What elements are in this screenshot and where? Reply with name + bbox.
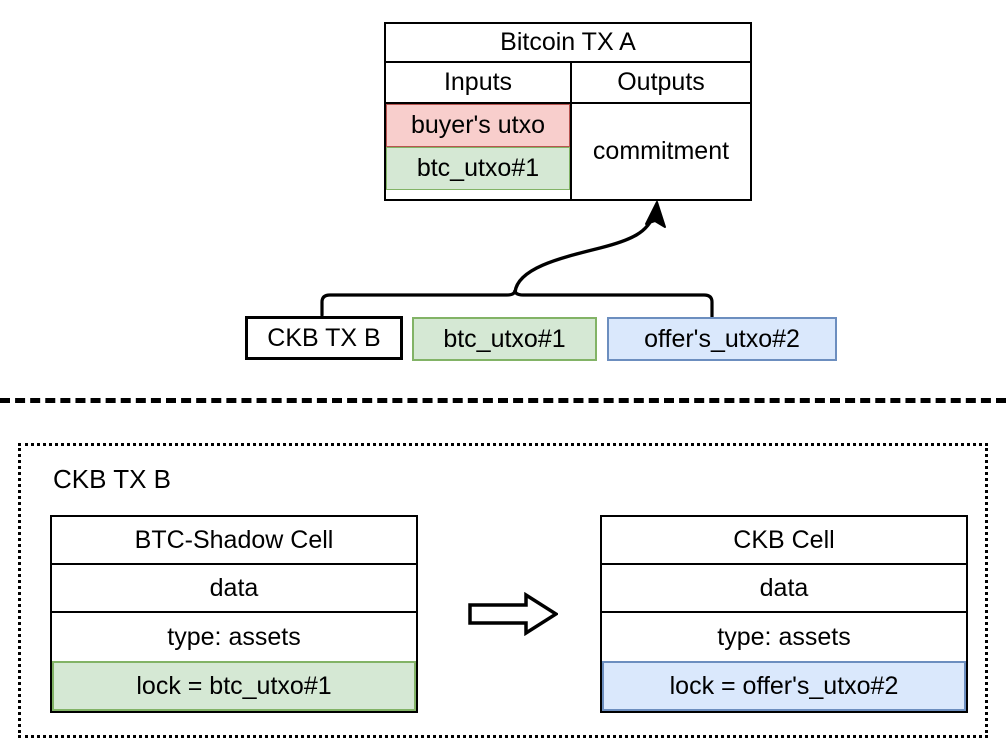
input-buyers-utxo: buyer's utxo [386,104,570,147]
bitcoin-tx-a-title: Bitcoin TX A [386,24,750,63]
bitcoin-tx-a-inputs-column: Inputs buyer's utxo btc_utxo#1 [386,63,572,199]
btc-shadow-cell-data-row: data [52,565,416,613]
section-divider [0,398,1006,403]
bitcoin-tx-a-outputs-column: Outputs commitment [572,63,750,199]
transform-arrow-icon [468,592,558,636]
ckb-cell-table: CKB Cell data type: assets lock = offer'… [600,515,968,713]
ckb-tx-b-box: CKB TX B [245,316,403,360]
bitcoin-tx-a-columns: Inputs buyer's utxo btc_utxo#1 Outputs c… [386,63,750,199]
btc-shadow-cell-lock-row: lock = btc_utxo#1 [52,661,416,711]
ckb-tx-b-detail-label: CKB TX B [53,464,172,494]
outputs-header: Outputs [572,63,750,104]
btc-shadow-cell-type-row: type: assets [167,622,301,651]
bitcoin-tx-a-table: Bitcoin TX A Inputs buyer's utxo btc_utx… [384,22,752,201]
brace-connector [320,289,714,319]
ckb-tx-b-item-offers-utxo-2: offer's_utxo#2 [607,317,837,361]
output-commitment: commitment [592,137,730,165]
ckb-tx-b-item-btc-utxo-1: btc_utxo#1 [412,317,597,361]
curved-arrow-line [513,212,656,294]
inputs-header: Inputs [386,63,570,104]
input-btc-utxo-1: btc_utxo#1 [386,147,570,190]
ckb-cell-title: CKB Cell [602,517,966,565]
curved-arrow-head [645,201,666,228]
ckb-cell-data-row: data [602,565,966,613]
ckb-cell-lock-row: lock = offer's_utxo#2 [602,661,966,711]
ckb-cell-type-row: type: assets [717,622,851,651]
btc-shadow-cell-title: BTC-Shadow Cell [52,517,416,565]
btc-shadow-cell-table: BTC-Shadow Cell data type: assets lock =… [50,515,418,713]
